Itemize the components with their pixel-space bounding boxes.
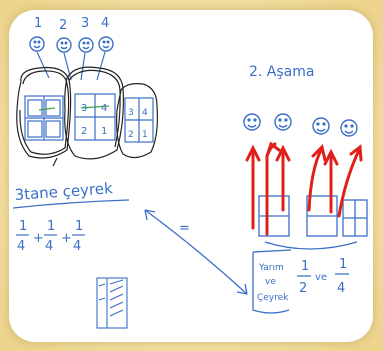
plus-2: + <box>61 231 72 246</box>
arrows-to-grids <box>36 51 106 81</box>
half-quarter-box <box>252 249 292 314</box>
smiley-face-icon <box>29 36 114 53</box>
frac2-den: 4 <box>45 239 53 254</box>
number-2: 2 <box>59 18 67 33</box>
grid-right-cell-4: 1 <box>142 130 148 140</box>
fraction-boxes-right <box>258 195 368 250</box>
ve-label: ve <box>315 272 327 283</box>
plus-1: + <box>33 231 44 246</box>
frac3-den: 4 <box>73 239 81 254</box>
smiley-face-icon-right <box>243 113 358 137</box>
half-quarter-line3: Çeyrek <box>257 293 289 303</box>
door-icon <box>96 277 128 329</box>
sum-expression: 1 4 + 1 4 + 1 4 <box>16 219 85 254</box>
frac3-num: 1 <box>75 219 83 234</box>
number-3: 3 <box>81 16 89 31</box>
frac2-num: 1 <box>47 219 55 234</box>
grid-right-cell-2: 4 <box>142 108 148 118</box>
three-quarters-label: 3tane çeyrek <box>14 179 114 204</box>
red-arrows <box>245 141 363 236</box>
stage-title: 2. Aşama <box>249 64 314 80</box>
grid-mid-cell-3: 2 <box>81 126 87 137</box>
underline <box>12 199 130 209</box>
grid-mid-cell-2: 4 <box>101 103 107 114</box>
half-den: 2 <box>299 281 307 296</box>
equals-sign: = <box>179 221 190 236</box>
fraction-grid-mid <box>74 93 116 141</box>
half-quarter-line1: Yarım <box>258 263 284 273</box>
quarter-den: 4 <box>337 281 345 296</box>
grid-right-cell-3: 2 <box>128 130 134 140</box>
quarter-num: 1 <box>339 257 347 272</box>
frac1-den: 4 <box>17 239 25 254</box>
number-4: 4 <box>101 16 109 31</box>
fraction-grid-left <box>24 95 64 141</box>
half-num: 1 <box>301 259 309 274</box>
grid-mid-cell-4: 1 <box>101 126 107 137</box>
double-arrow <box>144 209 248 295</box>
whiteboard: 1 2 3 4 <box>9 10 373 342</box>
fraction-grid-right <box>124 97 154 143</box>
grid-enclosures <box>16 66 158 167</box>
grid-right-cell-1: 3 <box>128 108 134 118</box>
frac1-num: 1 <box>19 219 27 234</box>
number-1: 1 <box>34 16 42 31</box>
whiteboard-drawing: 1 2 3 4 <box>12 16 368 329</box>
half-quarter-line2: ve <box>265 277 276 287</box>
grid-mid-cell-1: 3 <box>81 103 87 114</box>
